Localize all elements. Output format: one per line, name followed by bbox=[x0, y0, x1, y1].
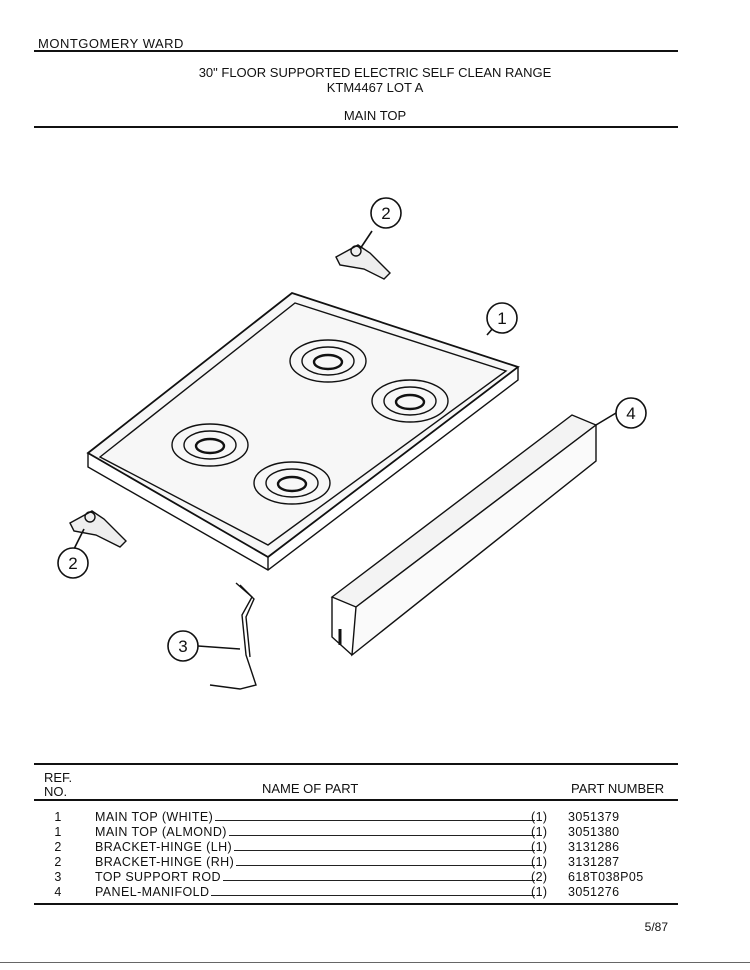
part-number: 3131287 bbox=[568, 855, 620, 869]
table-row: 3 TOP SUPPORT ROD (2) 618T038P05 bbox=[48, 870, 678, 884]
ref-no: 4 bbox=[54, 885, 62, 899]
callout-2-front-label: 2 bbox=[68, 554, 77, 573]
header-rule bbox=[34, 50, 678, 52]
callout-1 bbox=[486, 302, 518, 336]
table-row: 2 BRACKET-HINGE (LH) (1) 3131286 bbox=[48, 840, 678, 854]
part-quantity: (1) bbox=[531, 825, 548, 839]
leader-line bbox=[95, 820, 535, 821]
ref-no: 2 bbox=[54, 840, 62, 854]
part-name: BRACKET-HINGE (LH) bbox=[95, 840, 235, 854]
callout-4 bbox=[595, 397, 647, 429]
ref-header-line1: REF. bbox=[44, 770, 73, 785]
part-quantity: (2) bbox=[531, 870, 548, 884]
table-header-rule bbox=[34, 799, 678, 801]
brand-name: MONTGOMERY WARD bbox=[38, 36, 184, 51]
ref-no: 3 bbox=[54, 870, 62, 884]
page-date: 5/87 bbox=[644, 920, 668, 934]
main-top-part bbox=[86, 291, 520, 571]
section-title: MAIN TOP bbox=[343, 108, 407, 123]
callout-1-label: 1 bbox=[497, 309, 506, 328]
part-name: TOP SUPPORT ROD bbox=[95, 870, 223, 884]
part-name: MAIN TOP (WHITE) bbox=[95, 810, 216, 824]
table-row: 2 BRACKET-HINGE (RH) (1) 3131287 bbox=[48, 855, 678, 869]
callout-2-rear-label: 2 bbox=[381, 204, 390, 223]
name-of-part-header: NAME OF PART bbox=[262, 781, 359, 796]
ref-no: 1 bbox=[54, 810, 62, 824]
callout-3-label: 3 bbox=[178, 637, 187, 656]
burner-front-left bbox=[171, 423, 249, 467]
part-name: PANEL-MANIFOLD bbox=[95, 885, 212, 899]
part-number: 618T038P05 bbox=[568, 870, 644, 884]
part-quantity: (1) bbox=[531, 810, 548, 824]
leader-line bbox=[95, 895, 535, 896]
part-number: 3051276 bbox=[568, 885, 620, 899]
part-name: BRACKET-HINGE (RH) bbox=[95, 855, 237, 869]
document-title: 30" FLOOR SUPPORTED ELECTRIC SELF CLEAN … bbox=[198, 65, 552, 80]
parts-diagram: 1 2 2 3 4 bbox=[57, 197, 647, 690]
ref-no: 2 bbox=[54, 855, 62, 869]
table-row: 1 MAIN TOP (WHITE) (1) 3051379 bbox=[48, 810, 678, 824]
part-quantity: (1) bbox=[531, 885, 548, 899]
burner-rear-right bbox=[371, 379, 449, 423]
leader-line bbox=[95, 865, 535, 866]
support-rod-part bbox=[209, 582, 257, 690]
panel-manifold-part bbox=[330, 414, 598, 657]
burner-rear-left bbox=[289, 339, 367, 383]
table-row: 1 MAIN TOP (ALMOND) (1) 3051380 bbox=[48, 825, 678, 839]
part-name: MAIN TOP (ALMOND) bbox=[95, 825, 229, 839]
part-number-header: PART NUMBER bbox=[571, 781, 665, 796]
leader-line bbox=[95, 835, 535, 836]
table-bottom-rule bbox=[34, 903, 678, 905]
callout-2-rear bbox=[359, 197, 402, 250]
page-edge-rule bbox=[0, 962, 750, 963]
part-number: 3131286 bbox=[568, 840, 620, 854]
burner-front-right bbox=[253, 461, 331, 505]
callout-3 bbox=[167, 630, 241, 662]
leader-line bbox=[95, 880, 535, 881]
section-rule bbox=[34, 126, 678, 128]
leader-line bbox=[95, 850, 535, 851]
part-quantity: (1) bbox=[531, 840, 548, 854]
callout-4-label: 4 bbox=[626, 404, 635, 423]
callout-2-front bbox=[57, 528, 89, 579]
part-quantity: (1) bbox=[531, 855, 548, 869]
table-top-rule bbox=[34, 763, 678, 765]
hinge-bracket-lh-part bbox=[69, 510, 127, 548]
hinge-bracket-rh-part bbox=[335, 244, 391, 280]
table-row: 4 PANEL-MANIFOLD (1) 3051276 bbox=[48, 885, 678, 899]
part-number: 3051380 bbox=[568, 825, 620, 839]
part-number: 3051379 bbox=[568, 810, 620, 824]
ref-header-line2: NO. bbox=[44, 784, 68, 799]
ref-no: 1 bbox=[54, 825, 62, 839]
model-number: KTM4467 LOT A bbox=[326, 80, 424, 95]
